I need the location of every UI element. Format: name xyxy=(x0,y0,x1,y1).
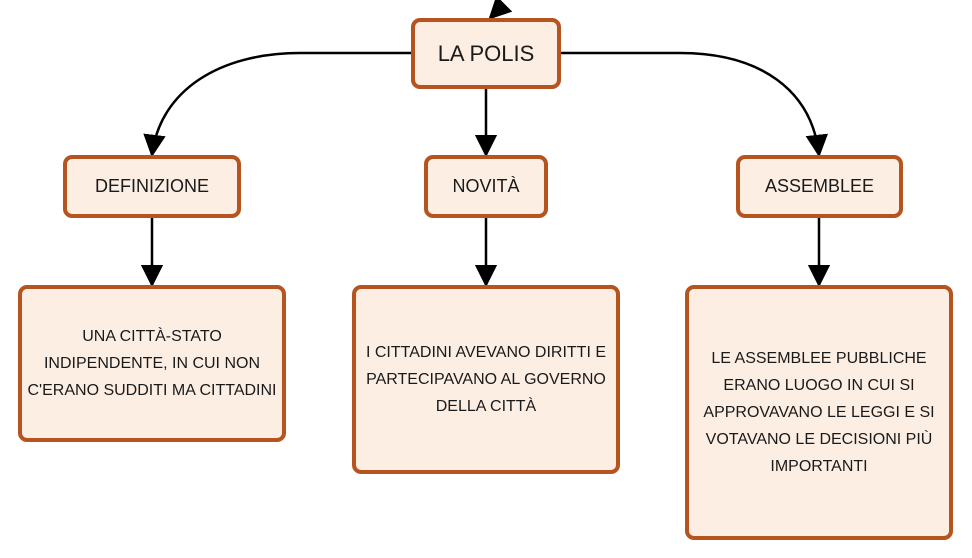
incoming-connector xyxy=(488,0,513,20)
category-label-novita: NOVITÀ xyxy=(452,176,520,196)
category-node-novita: NOVITÀ xyxy=(424,155,548,218)
category-node-assemblee: ASSEMBLEE xyxy=(736,155,903,218)
description-text-novita: I CITTADINI AVEVANO DIRITTI E PARTECIPAV… xyxy=(365,344,607,415)
category-node-definizione: DEFINIZIONE xyxy=(63,155,241,218)
description-text-assemblee: LE ASSEMBLEE PUBBLICHE ERANO LUOGO IN CU… xyxy=(703,350,935,475)
description-text-definizione: UNA CITTÀ-STATO INDIPENDENTE, IN CUI NON… xyxy=(27,328,277,399)
category-label-definizione: DEFINIZIONE xyxy=(94,176,209,196)
description-node-definizione: UNA CITTÀ-STATO INDIPENDENTE, IN CUI NON… xyxy=(18,285,286,442)
connector-title-assemblee xyxy=(561,51,829,158)
title-label: LA POLIS xyxy=(437,40,535,66)
description-node-novita: I CITTADINI AVEVANO DIRITTI E PARTECIPAV… xyxy=(352,285,620,474)
title-node: LA POLIS xyxy=(411,18,561,89)
category-label-assemblee: ASSEMBLEE xyxy=(764,176,875,196)
connector-title-definizione xyxy=(143,51,411,158)
description-node-assemblee: LE ASSEMBLEE PUBBLICHE ERANO LUOGO IN CU… xyxy=(685,285,953,540)
